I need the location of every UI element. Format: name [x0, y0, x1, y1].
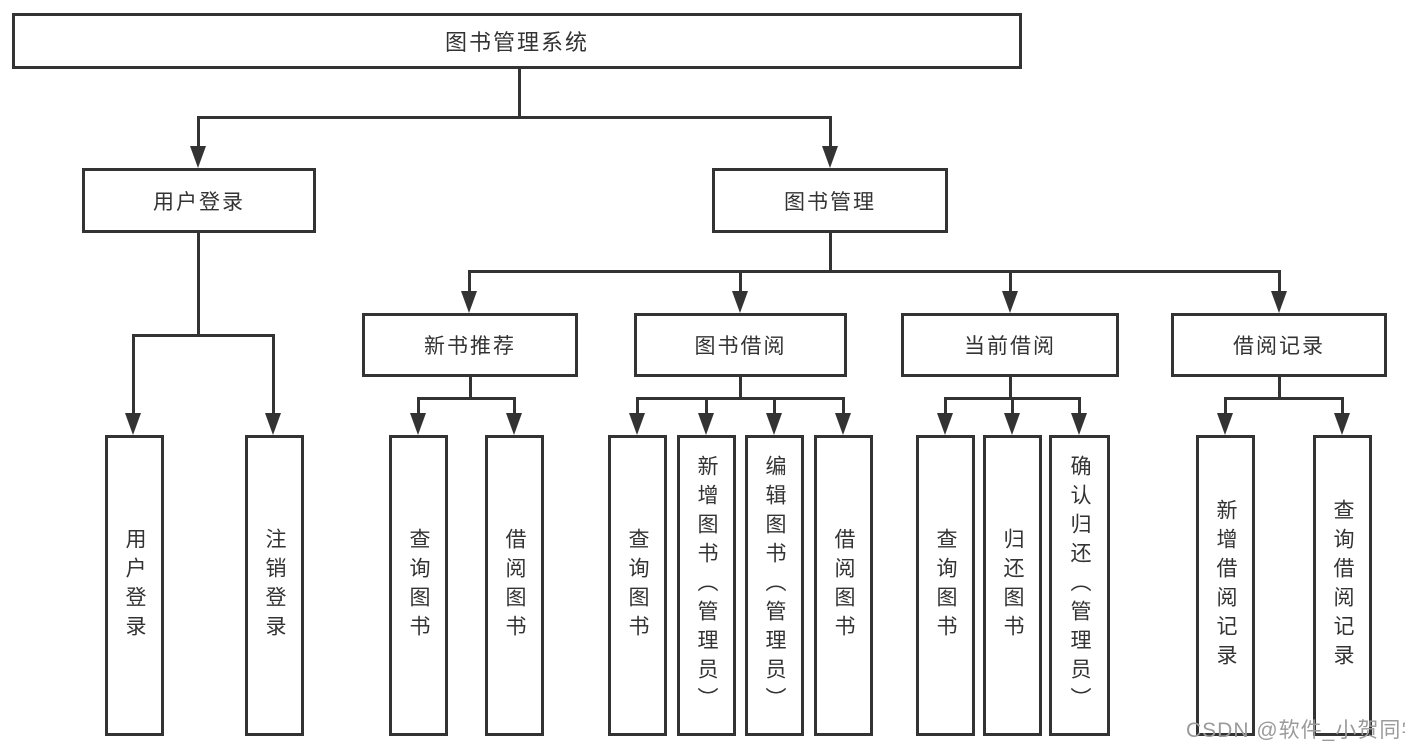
arrow-down-icon — [1004, 413, 1020, 435]
node-label: 归还图书 — [1001, 527, 1024, 644]
arrow-down-icon — [125, 413, 141, 435]
leaf-query-books-current: 查询图书 — [916, 435, 975, 736]
node-label: 确认归还（管理员） — [1068, 455, 1091, 716]
arrow-down-icon — [732, 291, 748, 313]
node-library-management-system: 图书管理系统 — [12, 13, 1022, 69]
node-label: 用户登录 — [123, 527, 146, 644]
edge-drop-leaf — [1078, 397, 1081, 415]
edge-drop-level3 — [739, 270, 742, 293]
arrow-down-icon — [1334, 413, 1350, 435]
node-current-borrowing: 当前借阅 — [901, 313, 1119, 377]
edge-drop-leaf — [272, 334, 275, 415]
arrow-down-icon — [822, 146, 838, 168]
arrow-down-icon — [1271, 291, 1287, 313]
node-book-borrowing: 图书借阅 — [634, 313, 847, 377]
node-label: 借阅图书 — [503, 527, 526, 644]
leaf-borrow-books: 借阅图书 — [814, 435, 873, 736]
arrow-down-icon — [629, 413, 645, 435]
node-label: 图书管理 — [784, 190, 876, 214]
arrow-down-icon — [461, 291, 477, 313]
leaf-borrow-books-recommend: 借阅图书 — [485, 435, 544, 736]
arrow-down-icon — [506, 413, 522, 435]
node-user-login-group: 用户登录 — [82, 168, 316, 233]
edge-drop-leaf — [1224, 397, 1227, 415]
edge-drop-leaf — [944, 397, 947, 415]
edge-newbooks-rail — [417, 397, 516, 400]
node-label: 查询图书 — [626, 527, 649, 644]
edge-drop-leaf — [1341, 397, 1344, 415]
edge-bookmgmt-stem — [829, 232, 832, 273]
leaf-edit-books-admin: 编辑图书（管理员） — [745, 435, 804, 736]
node-label: 借阅记录 — [1233, 335, 1325, 358]
node-label: 查询图书 — [934, 527, 957, 644]
node-book-management: 图书管理 — [712, 168, 948, 233]
edge-drop-leaf — [842, 397, 845, 415]
node-label: 借阅图书 — [832, 527, 855, 644]
arrow-down-icon — [698, 413, 714, 435]
arrow-down-icon — [1002, 291, 1018, 313]
arrow-down-icon — [937, 413, 953, 435]
arrow-down-icon — [190, 146, 206, 168]
arrow-down-icon — [410, 413, 426, 435]
leaf-confirm-return-admin: 确认归还（管理员） — [1049, 435, 1110, 736]
node-label: 当前借阅 — [964, 335, 1056, 358]
node-label: 编辑图书（管理员） — [763, 455, 786, 716]
csdn-watermark: CSDN @软件_小贺同学 — [1186, 719, 1405, 742]
leaf-user-login: 用户登录 — [105, 435, 164, 736]
edge-borrowing-stem — [739, 376, 742, 400]
node-label: 新增图书（管理员） — [695, 455, 718, 716]
node-label: 用户登录 — [153, 190, 245, 214]
node-borrowing-records: 借阅记录 — [1171, 313, 1387, 377]
edge-records-rail — [1224, 397, 1344, 400]
edge-current-stem — [1009, 376, 1012, 400]
arrow-down-icon — [1071, 413, 1087, 435]
edge-drop-leaf — [417, 397, 420, 415]
edge-drop-leaf — [513, 397, 516, 415]
node-label: 查询借阅记录 — [1331, 498, 1354, 673]
edge-root-rail — [197, 116, 832, 119]
edge-userlogin-stem — [197, 232, 200, 336]
node-label: 新增借阅记录 — [1214, 498, 1237, 673]
edge-drop-level3 — [1009, 270, 1012, 293]
edge-root-stem — [518, 68, 521, 119]
node-label: 新书推荐 — [424, 335, 516, 358]
edge-drop-leaf — [705, 397, 708, 415]
node-label: 注销登录 — [263, 527, 286, 644]
arrow-down-icon — [265, 413, 281, 435]
edge-drop-user-login — [197, 116, 200, 149]
edge-drop-level3 — [1278, 270, 1281, 293]
edge-drop-level3 — [468, 270, 471, 293]
arrow-down-icon — [1217, 413, 1233, 435]
edge-bookmgmt-rail — [468, 270, 1281, 273]
edge-drop-leaf — [1011, 397, 1014, 415]
arrow-down-icon — [835, 413, 851, 435]
edge-drop-book-mgmt — [829, 116, 832, 149]
edge-userlogin-rail — [132, 334, 275, 337]
leaf-query-books-recommend: 查询图书 — [389, 435, 448, 736]
node-label: 查询图书 — [407, 527, 430, 644]
edge-drop-leaf — [132, 334, 135, 415]
node-label: 图书管理系统 — [444, 30, 589, 55]
leaf-add-borrow-record: 新增借阅记录 — [1196, 435, 1255, 736]
edge-drop-leaf — [636, 397, 639, 415]
arrow-down-icon — [766, 413, 782, 435]
edge-newbooks-stem — [469, 376, 472, 400]
edge-drop-leaf — [773, 397, 776, 415]
leaf-add-books-admin: 新增图书（管理员） — [677, 435, 736, 736]
leaf-return-books: 归还图书 — [983, 435, 1042, 736]
leaf-query-borrow-record: 查询借阅记录 — [1313, 435, 1372, 736]
edge-borrowing-rail — [636, 397, 845, 400]
leaf-logout: 注销登录 — [245, 435, 304, 736]
leaf-query-books: 查询图书 — [608, 435, 667, 736]
node-new-book-recommend: 新书推荐 — [362, 313, 578, 377]
node-label: 图书借阅 — [694, 335, 787, 358]
edge-records-stem — [1278, 376, 1281, 400]
